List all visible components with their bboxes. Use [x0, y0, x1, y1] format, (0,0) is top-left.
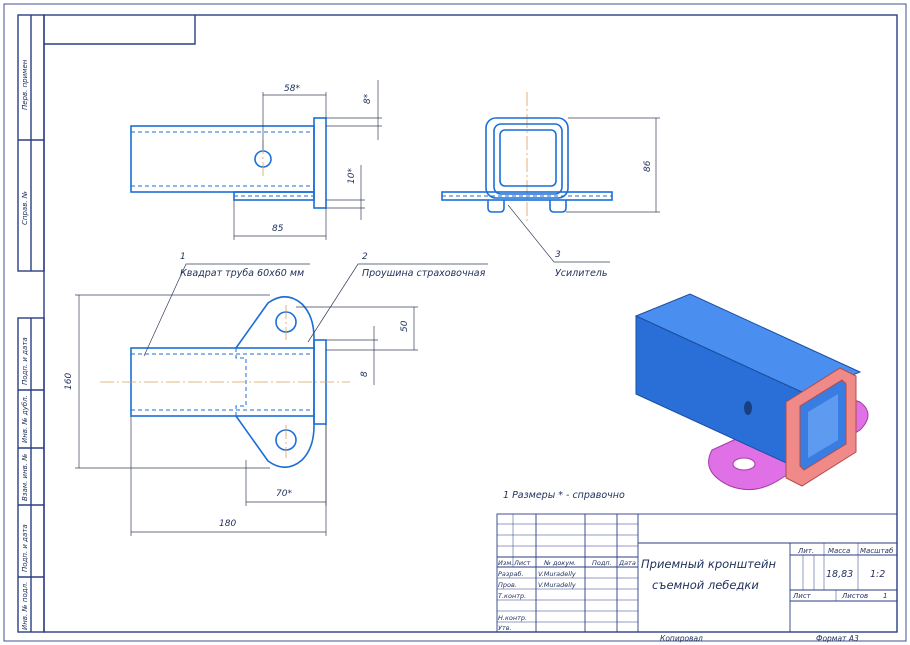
tb-col-izm: Изм. — [498, 559, 513, 567]
leader-3-text: Усилитель — [555, 268, 607, 279]
leader-1-number: 1 — [180, 252, 186, 262]
title-block: Изм. Лист № докум. Подп. Дата Разраб. V.… — [496, 513, 898, 633]
tb-col-data: Дата — [618, 559, 636, 567]
dim-160: 160 — [64, 373, 74, 390]
footer-format: Формат А3 — [816, 634, 859, 643]
dim-8-star: 8* — [363, 93, 373, 104]
top-view: 160 50 8 70* 180 — [64, 294, 418, 536]
dim-86: 86 — [643, 160, 653, 172]
tb-nkontr: Н.контр. — [498, 614, 527, 622]
left-sidebar: Перв. примен Справ. № Подп. и дата Инв. … — [17, 14, 45, 633]
tb-lit-label: Лит. — [797, 547, 814, 555]
isometric-3d-view — [634, 293, 869, 491]
tb-masshtab-value: 1:2 — [870, 569, 885, 580]
sidebar-sprav-no: Справ. № — [21, 191, 29, 225]
leader-1-text: Квадрат труба 60х60 мм — [180, 268, 304, 279]
leader-3: 3 Усилитель — [507, 204, 610, 279]
dim-85: 85 — [272, 224, 284, 234]
dim-70: 70* — [276, 489, 292, 499]
tb-massa-value: 18,83 — [826, 569, 853, 580]
tb-masshtab-label: Масштаб — [860, 547, 894, 555]
leader-3-number: 3 — [555, 250, 561, 260]
tb-tkontr: Т.контр. — [498, 592, 526, 600]
tb-utv: Утв. — [498, 624, 512, 632]
tb-razrab-name: V.Muradelly — [538, 570, 576, 578]
tb-col-podp: Подп. — [592, 559, 612, 567]
tb-listov-label: Листов — [841, 592, 868, 600]
leader-1: 1 Квадрат труба 60х60 мм — [143, 252, 310, 357]
drawing-frame — [43, 14, 898, 633]
tb-razrab: Разраб. — [498, 570, 524, 578]
tb-title-line1: Приемный кронштейн — [641, 557, 776, 571]
sidebar-inv-dubl: Инв. № дубл. — [21, 395, 29, 443]
dim-180: 180 — [219, 519, 236, 529]
tb-prov: Пров. — [498, 581, 517, 589]
dim-8: 8 — [360, 371, 370, 377]
sidebar-inv-podl: Инв. № подл. — [21, 582, 29, 630]
tb-col-list: Лист — [513, 559, 531, 567]
top-left-stamp-box — [44, 15, 196, 45]
tb-title-line2: съемной лебедки — [652, 578, 759, 592]
tb-prov-name: V.Muradelly — [538, 581, 576, 589]
tb-listov-value: 1 — [883, 592, 887, 600]
tb-massa-label: Масса — [828, 547, 850, 555]
side-view: 86 — [441, 92, 660, 222]
sidebar-perv-primen: Перв. примен — [21, 59, 29, 110]
sidebar-podp-data-1: Подп. и дата — [21, 337, 29, 385]
leader-2-text: Проушина страховочная — [362, 268, 486, 279]
dim-58: 58* — [284, 84, 300, 94]
dim-50: 50 — [400, 320, 410, 332]
note-text: 1 Размеры * - справочно — [503, 490, 625, 501]
lug-upper — [235, 295, 315, 350]
sidebar-vzam-inv: Взам. инв. № — [21, 453, 29, 501]
front-view: 58* 8* 10* 85 — [130, 80, 382, 240]
lug-lower — [235, 414, 315, 469]
footer-kopiroval: Копировал — [660, 634, 703, 643]
tb-col-doc: № докум. — [543, 559, 576, 567]
sheet-border — [3, 3, 907, 642]
sidebar-podp-data-2: Подп. и дата — [21, 524, 29, 572]
leader-2: 2 Проушина страховочная — [307, 252, 488, 343]
tb-list-label: Лист — [792, 592, 812, 600]
dim-10-star: 10* — [347, 168, 357, 184]
leader-2-number: 2 — [362, 252, 368, 262]
